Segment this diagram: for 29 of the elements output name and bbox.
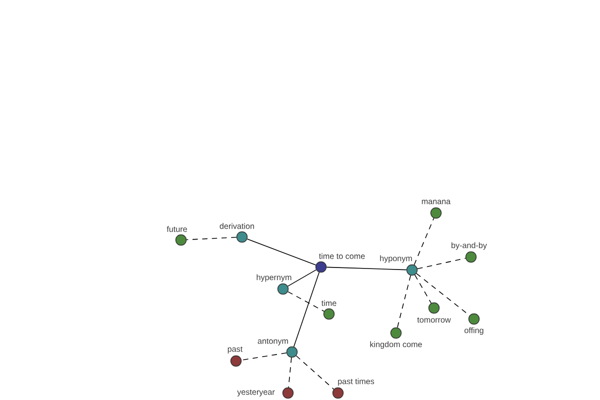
node-label: offing xyxy=(464,326,484,336)
node-label: derivation xyxy=(218,222,256,230)
node-label: past times xyxy=(337,378,375,386)
connector xyxy=(288,357,292,388)
connector xyxy=(288,291,324,312)
connector xyxy=(416,273,470,316)
connector xyxy=(396,275,412,328)
connector xyxy=(414,274,432,304)
connector xyxy=(417,258,466,270)
connector xyxy=(414,218,434,266)
connector xyxy=(326,266,407,270)
connector xyxy=(246,238,316,266)
node-label: past xyxy=(226,346,244,354)
node-label: hyponym xyxy=(379,254,413,264)
node-label: time to come xyxy=(318,252,366,260)
node-label: future xyxy=(166,226,188,232)
node-label: by-and-by xyxy=(450,242,488,250)
node-label: antonym xyxy=(256,338,290,346)
connector xyxy=(293,272,320,348)
connector xyxy=(296,355,334,390)
node-label: hypernym xyxy=(256,274,292,282)
node-label: manana xyxy=(420,199,452,205)
connector xyxy=(241,352,287,360)
node-label: tomorrow xyxy=(416,316,452,324)
connector xyxy=(186,236,237,240)
node-label: yesteryear xyxy=(236,389,276,397)
connector xyxy=(287,269,317,287)
node-label: time xyxy=(320,300,338,306)
node-label: kingdom come xyxy=(369,340,423,350)
